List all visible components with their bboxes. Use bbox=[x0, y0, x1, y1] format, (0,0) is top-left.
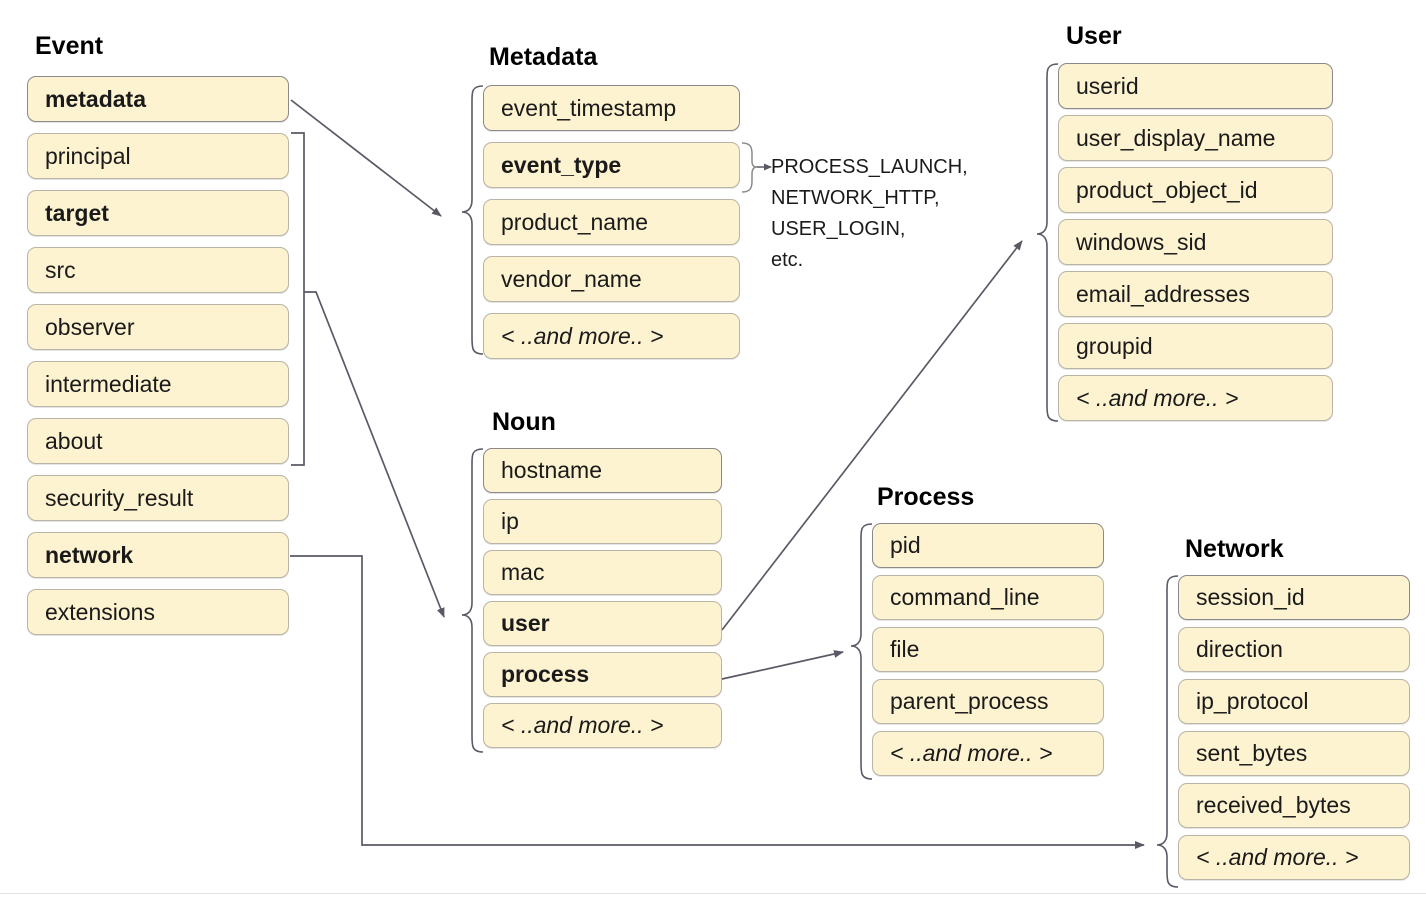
field-network-received-bytes[interactable]: received_bytes bbox=[1178, 783, 1410, 828]
connector-user bbox=[721, 240, 1023, 631]
field-noun-and-more[interactable]: < ..and more.. > bbox=[483, 703, 722, 748]
group-title-event: Event bbox=[35, 32, 104, 60]
field-noun-mac[interactable]: mac bbox=[483, 550, 722, 595]
field-user-and-more[interactable]: < ..and more.. > bbox=[1058, 375, 1333, 421]
field-event-target[interactable]: target bbox=[27, 190, 289, 236]
connector-metadata bbox=[290, 99, 442, 217]
annotation-event-type-values: PROCESS_LAUNCH, NETWORK_HTTP, USER_LOGIN… bbox=[771, 156, 968, 271]
field-metadata-product-name[interactable]: product_name bbox=[483, 199, 740, 245]
field-user-groupid[interactable]: groupid bbox=[1058, 323, 1333, 369]
field-network-ip-protocol[interactable]: ip_protocol bbox=[1178, 679, 1410, 724]
field-metadata-event-timestamp[interactable]: event_timestamp bbox=[483, 85, 740, 131]
field-network-sent-bytes[interactable]: sent_bytes bbox=[1178, 731, 1410, 776]
field-event-observer[interactable]: observer bbox=[27, 304, 289, 350]
group-title-process: Process bbox=[877, 483, 975, 511]
field-metadata-and-more[interactable]: < ..and more.. > bbox=[483, 313, 740, 359]
group-title-noun: Noun bbox=[492, 408, 556, 436]
brace-process bbox=[850, 523, 873, 780]
field-event-src[interactable]: src bbox=[27, 247, 289, 293]
field-user-display-name[interactable]: user_display_name bbox=[1058, 115, 1333, 161]
field-network-session-id[interactable]: session_id bbox=[1178, 575, 1410, 620]
field-event-intermediate[interactable]: intermediate bbox=[27, 361, 289, 407]
field-metadata-event-type[interactable]: event_type bbox=[483, 142, 740, 188]
connector-noun bbox=[304, 291, 445, 618]
field-event-network[interactable]: network bbox=[27, 532, 289, 578]
field-metadata-vendor-name[interactable]: vendor_name bbox=[483, 256, 740, 302]
field-user-email-addresses[interactable]: email_addresses bbox=[1058, 271, 1333, 317]
field-user-windows-sid[interactable]: windows_sid bbox=[1058, 219, 1333, 265]
field-noun-ip[interactable]: ip bbox=[483, 499, 722, 544]
field-noun-process[interactable]: process bbox=[483, 652, 722, 697]
field-noun-hostname[interactable]: hostname bbox=[483, 448, 722, 493]
field-event-principal[interactable]: principal bbox=[27, 133, 289, 179]
brace-event-type bbox=[741, 142, 758, 193]
brace-user bbox=[1036, 63, 1059, 422]
group-title-user: User bbox=[1066, 22, 1122, 50]
field-network-direction[interactable]: direction bbox=[1178, 627, 1410, 672]
field-process-pid[interactable]: pid bbox=[872, 523, 1104, 568]
field-user-product-object-id[interactable]: product_object_id bbox=[1058, 167, 1333, 213]
bottom-divider bbox=[0, 893, 1426, 894]
connector-process bbox=[721, 650, 844, 680]
group-title-metadata: Metadata bbox=[489, 43, 598, 71]
brace-noun bbox=[461, 448, 484, 753]
field-event-metadata[interactable]: metadata bbox=[27, 76, 289, 122]
field-network-and-more[interactable]: < ..and more.. > bbox=[1178, 835, 1410, 880]
field-event-about[interactable]: about bbox=[27, 418, 289, 464]
field-user-userid[interactable]: userid bbox=[1058, 63, 1333, 109]
field-noun-user[interactable]: user bbox=[483, 601, 722, 646]
field-process-file[interactable]: file bbox=[872, 627, 1104, 672]
bracket-event-nouns bbox=[291, 132, 305, 466]
brace-metadata bbox=[461, 85, 484, 355]
field-process-command-line[interactable]: command_line bbox=[872, 575, 1104, 620]
brace-network bbox=[1156, 575, 1179, 888]
field-process-parent-process[interactable]: parent_process bbox=[872, 679, 1104, 724]
field-event-security-result[interactable]: security_result bbox=[27, 475, 289, 521]
group-title-network: Network bbox=[1185, 535, 1284, 563]
field-process-and-more[interactable]: < ..and more.. > bbox=[872, 731, 1104, 776]
field-event-extensions[interactable]: extensions bbox=[27, 589, 289, 635]
